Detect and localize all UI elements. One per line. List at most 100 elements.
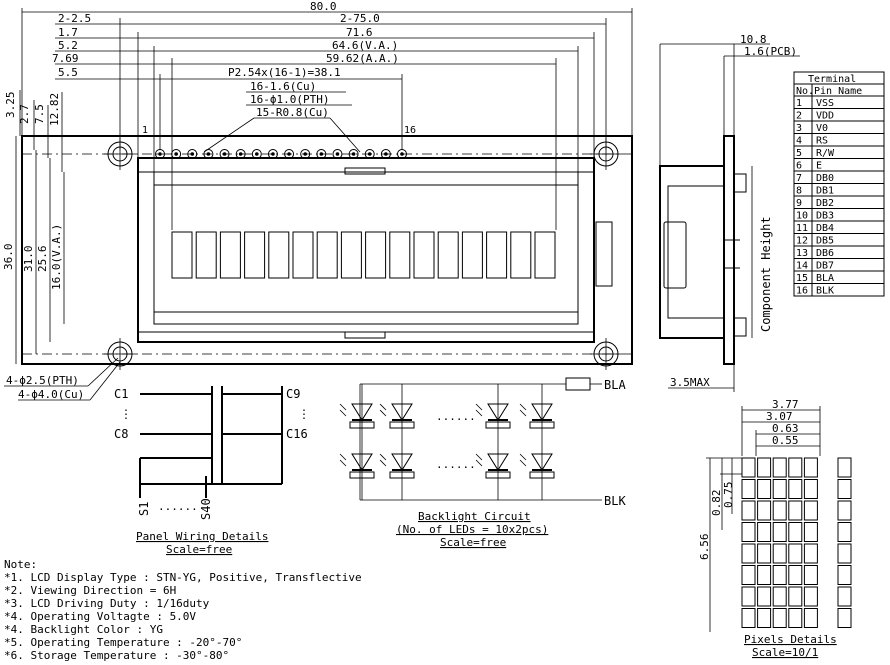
pixel-dim-3.07: 3.07 (766, 410, 793, 423)
svg-text:......: ...... (436, 410, 476, 423)
terminal-name: BLK (816, 286, 834, 297)
char-cell (219, 231, 241, 279)
note-7: *6. Storage Temperature : -30°-80° (4, 649, 229, 662)
pixel-dot (803, 608, 818, 628)
pixel-dot (757, 500, 772, 521)
backlight-title: Backlight Circuit (418, 510, 531, 523)
terminal-col-name: Pin Name (814, 86, 862, 97)
dim-31: 31.0 (22, 246, 35, 273)
char-cell (486, 231, 508, 279)
pixel-dot (772, 522, 787, 542)
pixel-dot (741, 457, 756, 478)
pixel-dot-next (837, 543, 852, 564)
pin-last-label: 16 (404, 125, 416, 136)
pixel-dot-next (837, 457, 852, 478)
pixel-dot (803, 457, 818, 478)
terminal-name: DB3 (816, 211, 834, 222)
pixel-dot-next (837, 586, 852, 607)
terminal-name: DB5 (816, 236, 834, 247)
blk-label: BLK (604, 494, 626, 508)
pixel-dot (772, 565, 787, 585)
terminal-row: 12 DB5 (794, 236, 884, 247)
pixel-dot (772, 457, 787, 478)
terminal-title: Terminal (808, 74, 856, 85)
terminal-name: VDD (816, 111, 834, 122)
led (339, 403, 375, 429)
pixel-dot (788, 522, 803, 542)
pin-pad (235, 149, 246, 159)
dim-radius: 15-R0.8(Cu) (256, 106, 329, 119)
pin-pad (348, 149, 359, 159)
pin-pad (364, 149, 375, 159)
pixels-title: Pixels Details (744, 633, 837, 646)
pixel-dot (757, 479, 772, 499)
wire-s40: S40 (199, 498, 213, 520)
side-view: 10.8 1.6(PCB) Component Height 3.5MAX (659, 33, 800, 392)
pixel-dot (741, 608, 756, 628)
pixel-dot (788, 565, 803, 585)
hole-cu-label: 4-ϕ4.0(Cu) (18, 388, 84, 401)
pin-pad (203, 149, 214, 159)
pixel-dot-next (837, 608, 852, 628)
char-cell (244, 231, 266, 279)
terminal-no: 6 (796, 161, 802, 172)
front-view: 1 16 80.0 2-2.5 2-75.0 1.7 71.6 5.2 64.6… (2, 0, 633, 401)
dim-59.62: 59.62(A.A.) (326, 52, 399, 65)
char-cell (340, 231, 362, 279)
pixel-dot (803, 565, 818, 585)
pixel-dot (757, 457, 772, 478)
dim-pad-cu: 16-1.6(Cu) (250, 80, 316, 93)
terminal-name: DB7 (816, 261, 834, 272)
pixel-dot (803, 522, 818, 542)
pixel-dot (757, 586, 772, 607)
terminal-name: VSS (816, 98, 834, 109)
pin-first-label: 1 (142, 125, 148, 136)
dim-16-va: 16.0(V.A.) (50, 224, 63, 290)
terminal-name: RS (816, 136, 828, 147)
pixel-dot (772, 608, 787, 628)
dim-80: 80.0 (310, 0, 337, 13)
notes: Note: *1. LCD Display Type : STN-YG, Pos… (4, 558, 362, 662)
dim-71.6: 71.6 (346, 26, 373, 39)
pin-pad (219, 149, 230, 159)
pixel-dot (741, 500, 756, 521)
dim-25.6: 25.6 (36, 246, 49, 273)
terminal-name: DB2 (816, 198, 834, 209)
pixel-dot (772, 543, 787, 564)
terminal-name: DB4 (816, 223, 834, 234)
left-dimensions: 3.25 2.7 7.5 12.82 36.0 31.0 25.6 16.0(V… (2, 90, 65, 364)
dim-pitch: P2.54x(16-1)=38.1 (228, 66, 341, 79)
pixel-dot (741, 479, 756, 499)
dim-36: 36.0 (2, 244, 15, 271)
dim-12.82: 12.82 (48, 93, 61, 126)
note-6: *5. Operating Temperature : -20°-70° (4, 636, 242, 649)
pixel-dot (772, 479, 787, 499)
pixel-dim-0.82: 0.82 (710, 490, 723, 517)
terminal-no: 12 (796, 236, 808, 247)
terminal-name: V0 (816, 123, 828, 134)
pixel-dot (803, 500, 818, 521)
pixel-dot (741, 565, 756, 585)
dim-5.5: 5.5 (58, 66, 78, 79)
wire-dots: ...... (158, 500, 198, 513)
pixel-dot (741, 586, 756, 607)
pixel-dim-6.56: 6.56 (698, 534, 711, 561)
pixel-dot-next (837, 500, 852, 521)
terminal-name: R/W (816, 148, 835, 159)
mounting-hole (104, 338, 136, 370)
wire-c16: C16 (286, 427, 308, 441)
backlight-scale: Scale=free (440, 536, 506, 549)
pixel-dot (741, 543, 756, 564)
terminal-no: 5 (796, 148, 802, 159)
pixels-details: 3.77 3.07 0.63 0.55 0.82 0.75 6.56 Pixel… (698, 398, 852, 659)
terminal-no: 13 (796, 248, 808, 259)
note-4: *4. Operating Voltagte : 5.0V (4, 610, 196, 623)
dim-3.25: 3.25 (4, 92, 17, 119)
wire-c9: C9 (286, 387, 300, 401)
